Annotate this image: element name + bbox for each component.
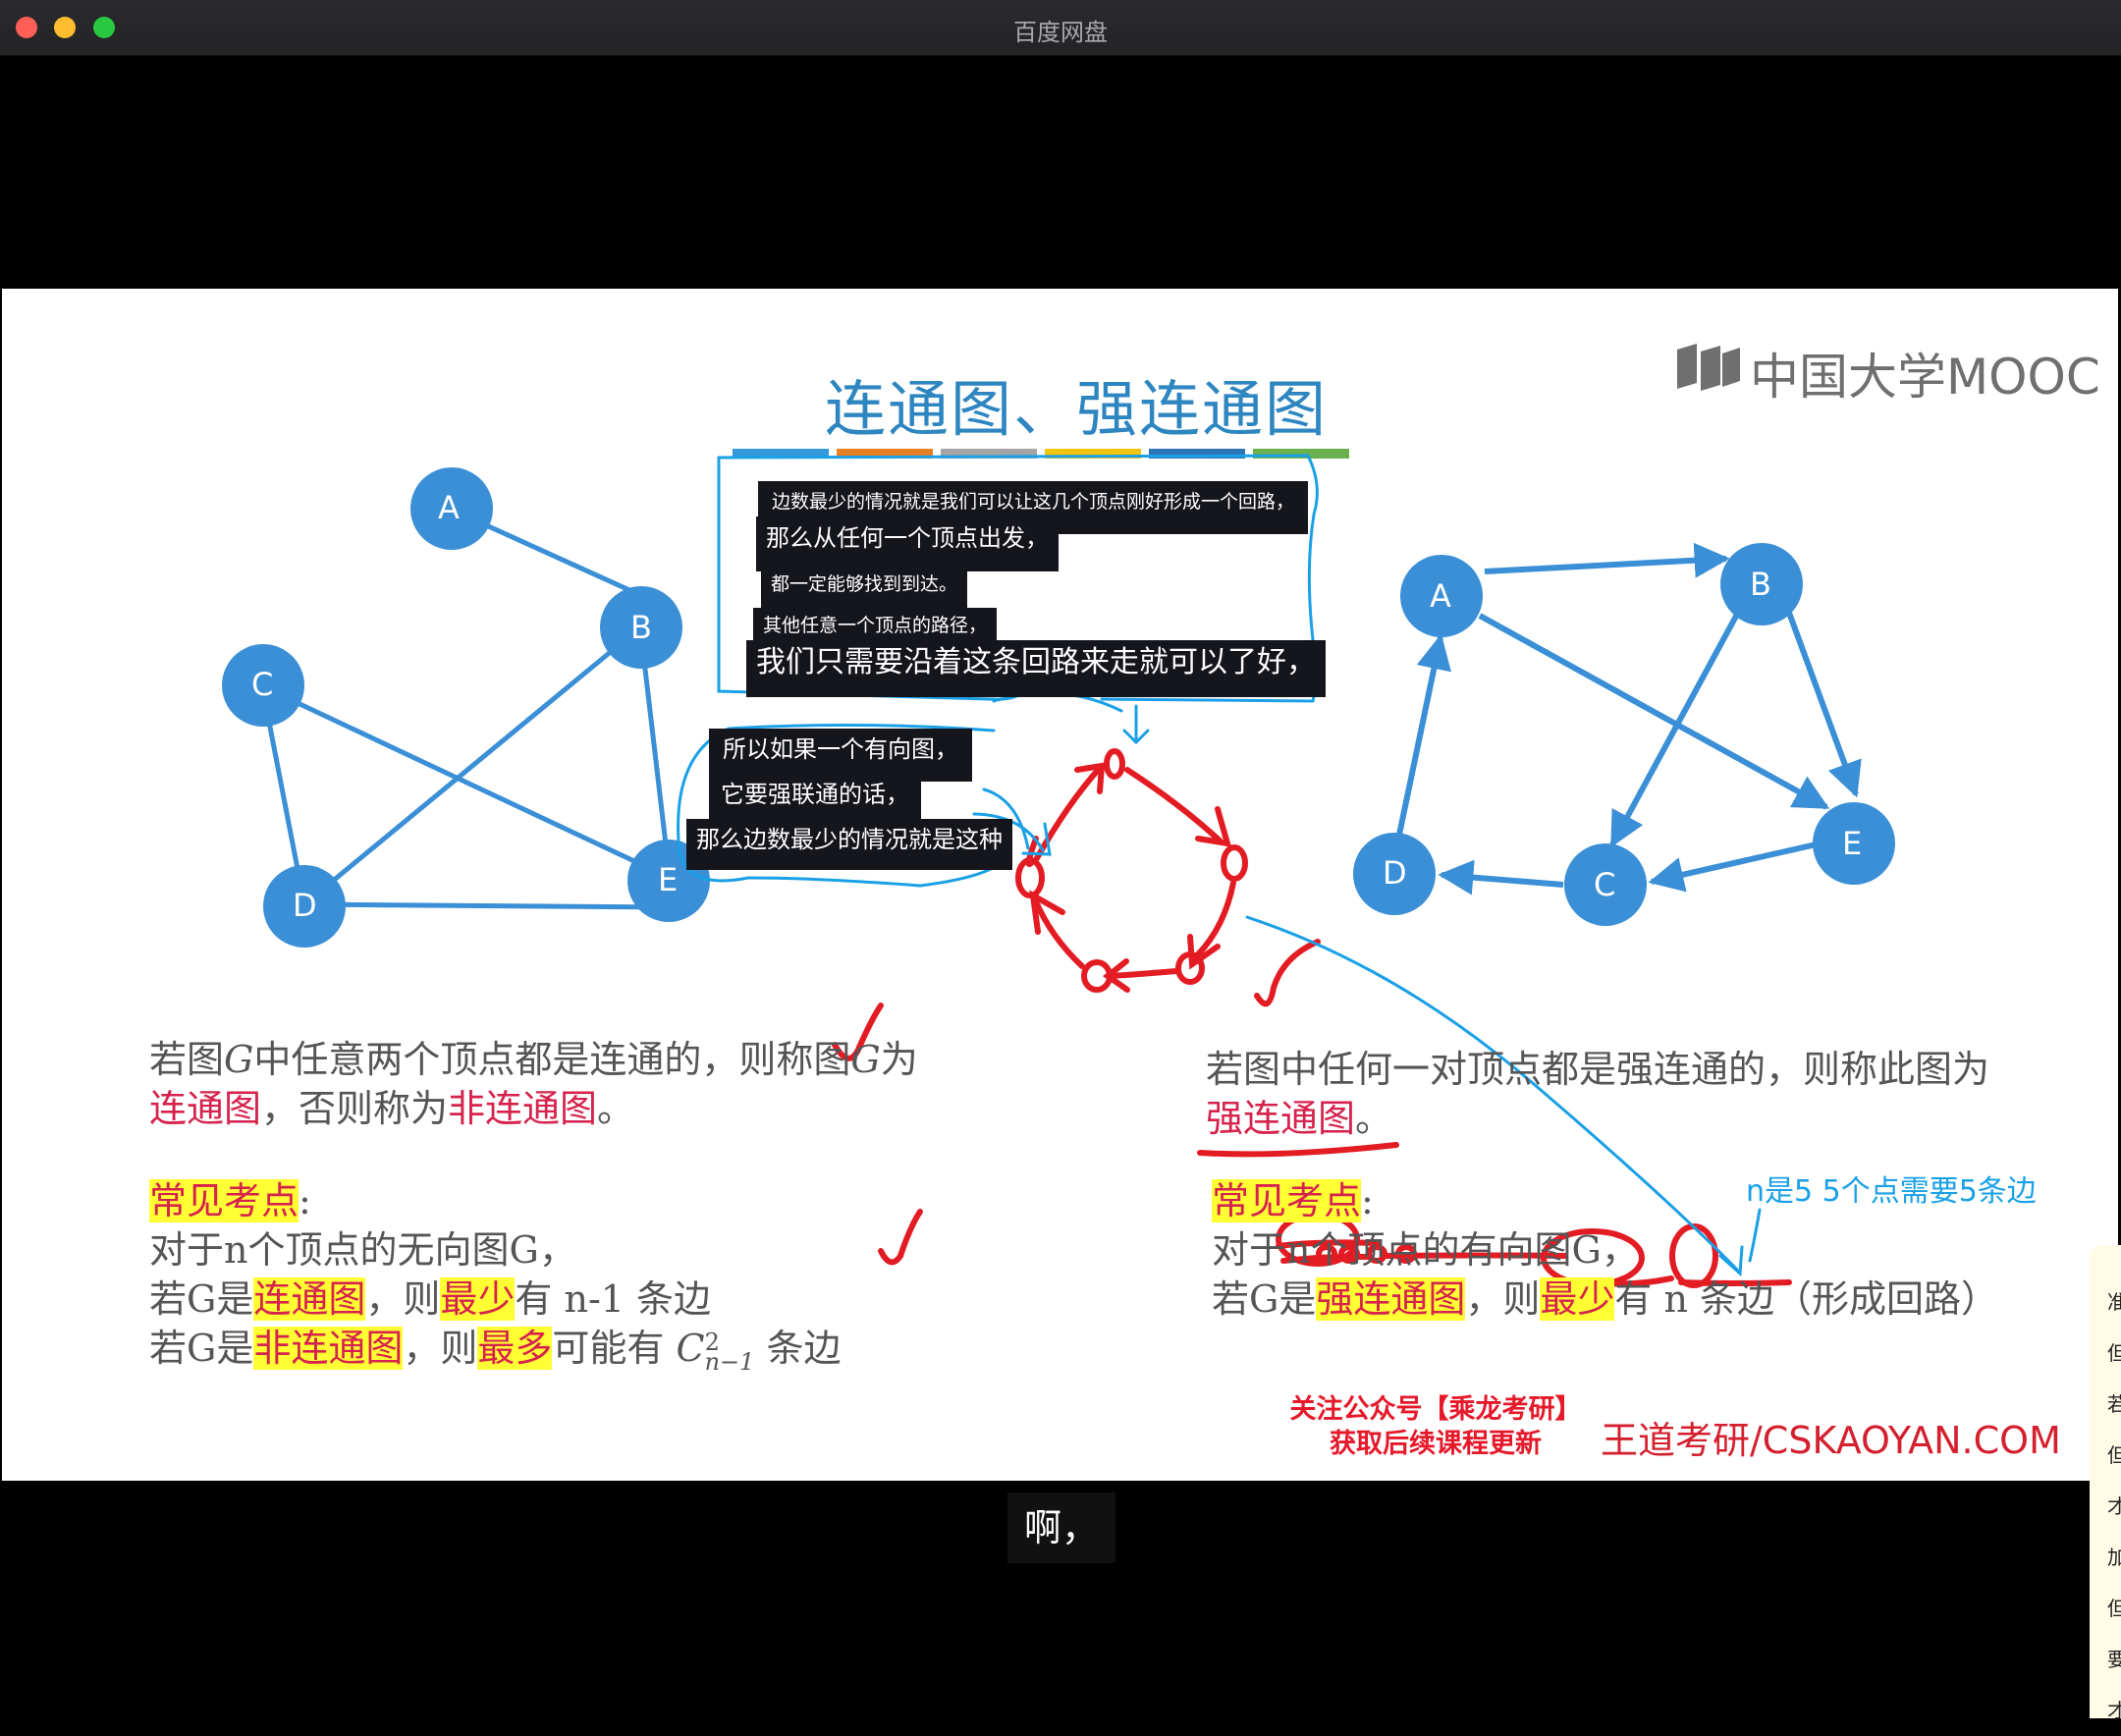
handwritten-annotation: n是5 5个点需要5条边 — [1746, 1174, 2037, 1209]
window-titlebar: 百度网盘 — [0, 0, 2121, 56]
close-window-button[interactable] — [16, 17, 37, 38]
undirected-edges — [259, 507, 673, 910]
node-label: B — [1750, 566, 1771, 603]
footer-brand: 王道考研/CSKAOYAN.COM — [1601, 1419, 2061, 1462]
caption-line: 那么边数最少的情况就是这种 — [686, 819, 1012, 870]
color-bar — [837, 449, 933, 459]
directed-nodes — [1353, 543, 1895, 926]
node-label: A — [438, 489, 460, 526]
side-note-panel[interactable] — [2090, 1245, 2121, 1718]
color-bar — [1149, 449, 1245, 459]
slide-title: 连通图、强连通图 — [825, 373, 1329, 445]
mooc-logo-icon — [1677, 344, 1740, 391]
video-letterbox-top — [0, 56, 2121, 288]
red-cycle-sketch — [832, 748, 1792, 1288]
maximize-window-button[interactable] — [93, 17, 115, 38]
caption-line: 它要强联通的话， — [709, 774, 921, 825]
mooc-logo-text: 中国大学MOOC — [1750, 349, 2100, 406]
promo-text: 关注公众号【乘龙考研】 获取后续课程更新 — [1289, 1394, 1582, 1459]
window-title: 百度网盘 — [1013, 19, 1108, 46]
caption-line: 我们只需要沿着这条回路来走就可以了好， — [746, 640, 1326, 697]
graph-drawing — [222, 454, 1895, 1288]
node-label: D — [293, 887, 317, 924]
side-note-text: 准 但 若 但 才 加 但 要 才 — [2107, 1290, 2121, 1722]
node-label: E — [658, 861, 679, 898]
caption-line: 那么从任何一个顶点出发， — [756, 516, 1059, 571]
caption-line: 所以如果一个有向图， — [709, 729, 972, 782]
node-label: C — [1594, 866, 1616, 903]
blue-annotation-sketch — [677, 454, 1762, 1277]
strongly-connected-definition: 若图中任何一对顶点都是强连通的，则称此图为 强连通图。 — [1206, 1048, 1990, 1140]
node-label: E — [1842, 825, 1863, 862]
color-bar — [941, 449, 1037, 459]
node-label: C — [251, 666, 274, 703]
connected-graph-definition: 若图G中任意两个顶点都是连通的，则称图G为 连通图，否则称为非连通图。 — [149, 1038, 918, 1130]
node-label: D — [1383, 854, 1407, 892]
color-bar — [733, 449, 829, 459]
color-bar — [1045, 449, 1141, 459]
connected-graph-exam-points: 常见考点: 对于n个顶点的无向图G， 若G是连通图，则最少有 n-1 条边 若G… — [149, 1179, 842, 1376]
caption-line: 都一定能够找到到达。 — [761, 565, 968, 616]
directed-edges — [1396, 542, 1862, 895]
color-bar — [1253, 449, 1349, 459]
video-subtitle: 啊， — [1007, 1492, 1115, 1563]
video-slide[interactable]: 连通图、强连通图 中国大学MOOC — [2, 289, 2118, 1481]
undirected-nodes — [222, 467, 710, 948]
node-label: A — [1430, 577, 1451, 615]
node-label: B — [630, 609, 652, 646]
strongly-connected-exam-points: 常见考点: 对于n个顶点的有向图G， 若G是强连通图，则最少有 n 条边（形成回… — [1212, 1179, 1999, 1321]
minimize-window-button[interactable] — [54, 17, 76, 38]
